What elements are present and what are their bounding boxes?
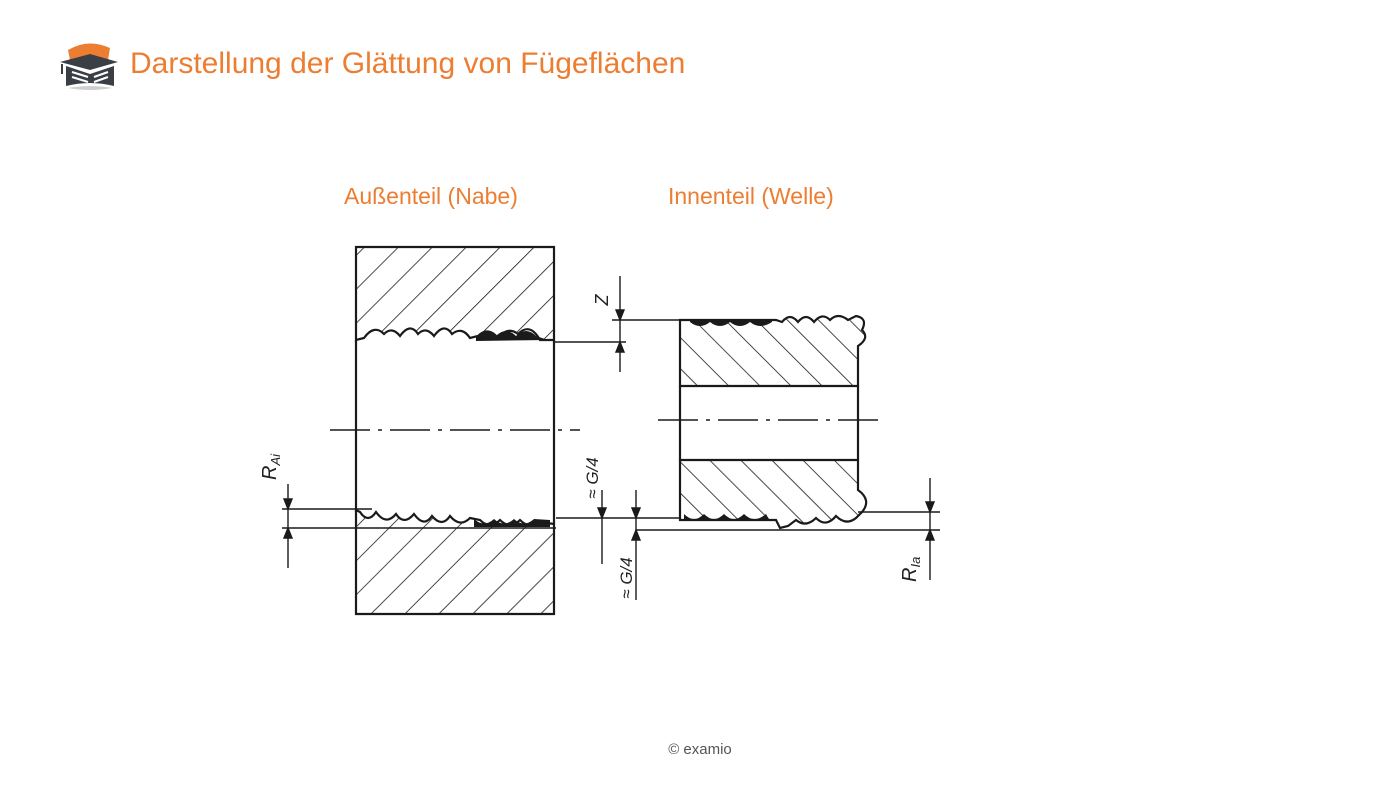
- svg-text:Z: Z: [592, 294, 612, 307]
- svg-text:≈ G/4: ≈ G/4: [583, 457, 602, 498]
- svg-text:RIa: RIa: [899, 557, 923, 582]
- dimension-z: Z: [592, 294, 612, 307]
- dimension-r-ai: RAi: [259, 453, 283, 480]
- page-title: Darstellung der Glättung von Fügeflächen: [130, 47, 686, 80]
- dimension-g4-upper: ≈ G/4: [583, 457, 602, 498]
- svg-text:RAi: RAi: [259, 453, 283, 480]
- svg-text:≈ G/4: ≈ G/4: [617, 557, 636, 598]
- copyright-footer: © examio: [668, 741, 732, 758]
- shaft-drawing: [658, 314, 878, 530]
- dimension-r-ia: RIa: [899, 557, 923, 582]
- graduation-cap-book-icon: [60, 43, 118, 90]
- inner-part-label: Innenteil (Welle): [668, 183, 834, 209]
- outer-part-label: Außenteil (Nabe): [344, 183, 518, 209]
- dimension-g4-lower: ≈ G/4: [617, 557, 636, 598]
- hub-drawing: [330, 245, 580, 616]
